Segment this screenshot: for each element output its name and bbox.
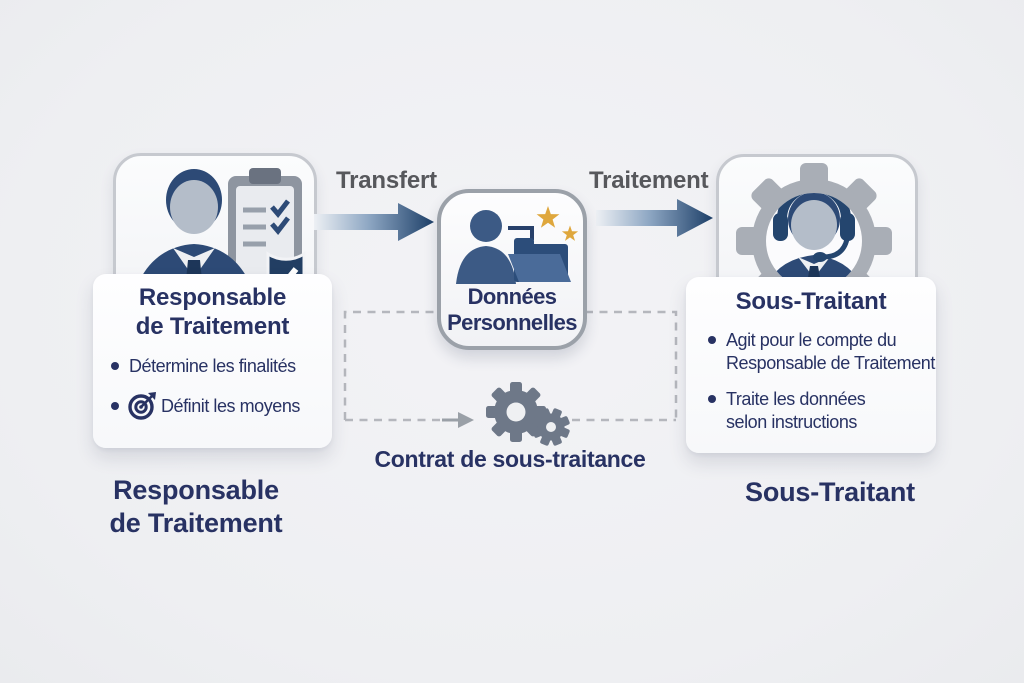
processing-label: Traitement [589,167,709,194]
processor-footer-label: Sous-Traitant [745,477,915,507]
processor-bullet-traite: Traite les données selon instructions [708,388,926,434]
transfer-arrow-icon [314,197,435,252]
star-icon [536,206,560,228]
bullet-dot [111,402,119,410]
controller-bullet-text: Définit les moyens [161,396,300,416]
processor-bullet-line: selon instructions [726,412,857,432]
controller-card-title-line1: Responsable [138,284,287,311]
gears-icon [483,382,573,453]
controller-card-title: Responsable de Traitement [93,283,332,341]
support-agent-gear-icon [736,163,892,319]
target-icon [127,391,157,426]
person-silhouette-icon [456,210,516,284]
controller-footer-line2: de Traitement [109,508,283,538]
personal-data-label-line1: Données [467,284,557,309]
personal-data-label-line2: Personnelles [447,310,577,335]
bullet-dot [111,362,119,370]
personal-data-label: Données Personnelles [441,284,583,336]
controller-bullet-finalites: Détermine les finalités [111,355,322,378]
support-agent-icon [766,193,862,289]
bullet-dot [708,395,716,403]
processor-bullet-agit: Agit pour le compte du Responsable de Tr… [708,329,935,375]
controller-card: Responsable de Traitement Détermine les … [93,274,332,448]
contract-label: Contrat de sous-traitance [374,446,646,472]
headset-icon [773,193,855,262]
processing-arrow-icon [596,193,714,248]
processor-card: Sous-Traitant Agit pour le compte du Res… [686,277,936,453]
dashed-arrowhead-icon [442,412,474,428]
controller-footer-line1: Responsable [113,475,279,505]
transfer-label: Transfert [336,167,437,194]
personal-data-box: Données Personnelles [437,189,587,350]
processor-bullet-line: Responsable de Traitement [726,353,935,373]
processor-bullet-line: Agit pour le compte du [726,330,897,350]
folder-icon [508,238,571,282]
controller-card-title-line2: de Traitement [135,313,290,340]
connector-bracket-icon [508,226,534,240]
large-gear-icon [486,382,546,442]
controller-footer-label: Responsable de Traitement [74,474,318,540]
person-folder-stars-icon [456,206,579,284]
controller-bullet-text: Détermine les finalités [129,356,296,376]
bullet-dot [708,336,716,344]
star-icon [561,225,579,241]
controller-bullet-moyens: Définit les moyens [111,392,322,426]
processor-card-title: Sous-Traitant [735,288,887,315]
processor-bullet-line: Traite les données [726,389,866,409]
